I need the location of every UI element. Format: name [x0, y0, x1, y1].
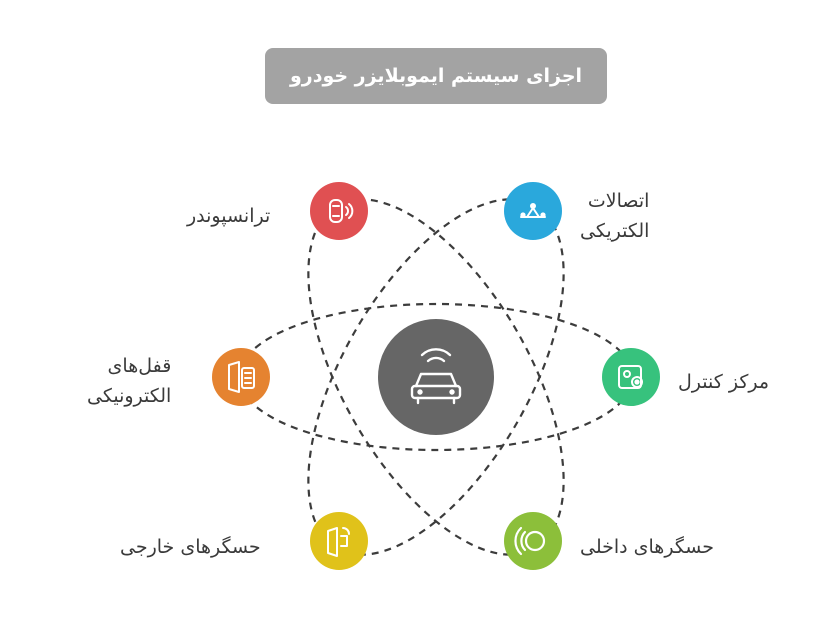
label-line: الکتریکی: [580, 220, 650, 242]
transponder-icon: [329, 199, 354, 223]
label-electrical: اتصالات الکتریکی: [580, 186, 649, 246]
label-external: حسگرهای خارجی: [120, 532, 261, 562]
label-control: مرکز کنترل: [678, 367, 769, 397]
center-node: [378, 319, 494, 435]
label-transponder: ترانسپوندر: [187, 201, 270, 231]
node-internal: [504, 512, 562, 570]
node-electrical: [504, 182, 562, 240]
label-line: حسگرهای خارجی: [120, 536, 261, 558]
node-locks: [212, 348, 270, 406]
label-line: مرکز کنترل: [678, 371, 770, 393]
electronic-lock-icon: [228, 361, 255, 393]
electrical-connection-icon: [520, 203, 546, 218]
label-locks: قفل‌های الکترونیکی: [87, 351, 171, 411]
internal-sensor-icon: [514, 526, 546, 556]
control-center-icon: [618, 365, 643, 389]
diagram-title: اجزای سیستم ایموبلایزر خودرو: [265, 48, 607, 104]
node-transponder: [310, 182, 368, 240]
label-line: الکترونیکی: [87, 385, 172, 407]
label-line: حسگرهای داخلی: [580, 536, 715, 558]
label-internal: حسگرهای داخلی: [580, 532, 714, 562]
label-line: اتصالات: [587, 190, 650, 212]
label-line: ترانسپوندر: [187, 205, 271, 227]
car-icon: [410, 348, 462, 405]
label-line: قفل‌های: [107, 355, 172, 377]
external-sensor-icon: [327, 527, 350, 557]
node-control: [602, 348, 660, 406]
node-external: [310, 512, 368, 570]
